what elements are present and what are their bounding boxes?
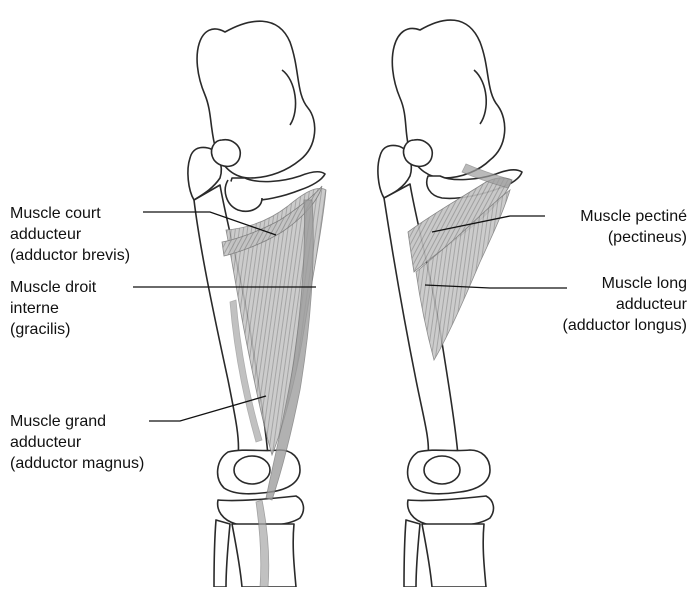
label-court-line2: adducteur bbox=[10, 224, 130, 245]
label-droit-line1: Muscle droit bbox=[10, 277, 96, 298]
label-court-line1: Muscle court bbox=[10, 203, 130, 224]
right-femoral-head bbox=[404, 140, 433, 167]
label-pectineus: Muscle pectiné (pectineus) bbox=[580, 206, 687, 248]
label-gracilis: Muscle droit interne (gracilis) bbox=[10, 277, 96, 340]
left-fibula bbox=[214, 520, 230, 587]
label-pectine-line2: (pectineus) bbox=[580, 227, 687, 248]
label-court-line3: (adductor brevis) bbox=[10, 245, 130, 266]
right-fibula bbox=[404, 520, 420, 587]
label-grand-line3: (adductor magnus) bbox=[10, 453, 144, 474]
right-tibia bbox=[422, 524, 486, 587]
left-patella bbox=[234, 456, 270, 484]
label-adductor-magnus: Muscle grand adducteur (adductor magnus) bbox=[10, 411, 144, 474]
label-adductor-longus: Muscle long adducteur (adductor longus) bbox=[562, 273, 687, 336]
label-adductor-brevis: Muscle court adducteur (adductor brevis) bbox=[10, 203, 130, 266]
label-droit-line2: interne bbox=[10, 298, 96, 319]
left-femoral-head bbox=[212, 140, 241, 167]
right-patella bbox=[424, 456, 460, 484]
label-grand-line1: Muscle grand bbox=[10, 411, 144, 432]
label-long-line3: (adductor longus) bbox=[562, 315, 687, 336]
label-long-line1: Muscle long bbox=[562, 273, 687, 294]
label-grand-line2: adducteur bbox=[10, 432, 144, 453]
label-long-line2: adducteur bbox=[562, 294, 687, 315]
right-tibia-head bbox=[408, 496, 494, 526]
label-droit-line3: (gracilis) bbox=[10, 319, 96, 340]
label-pectine-line1: Muscle pectiné bbox=[580, 206, 687, 227]
leader-lines bbox=[133, 212, 567, 421]
